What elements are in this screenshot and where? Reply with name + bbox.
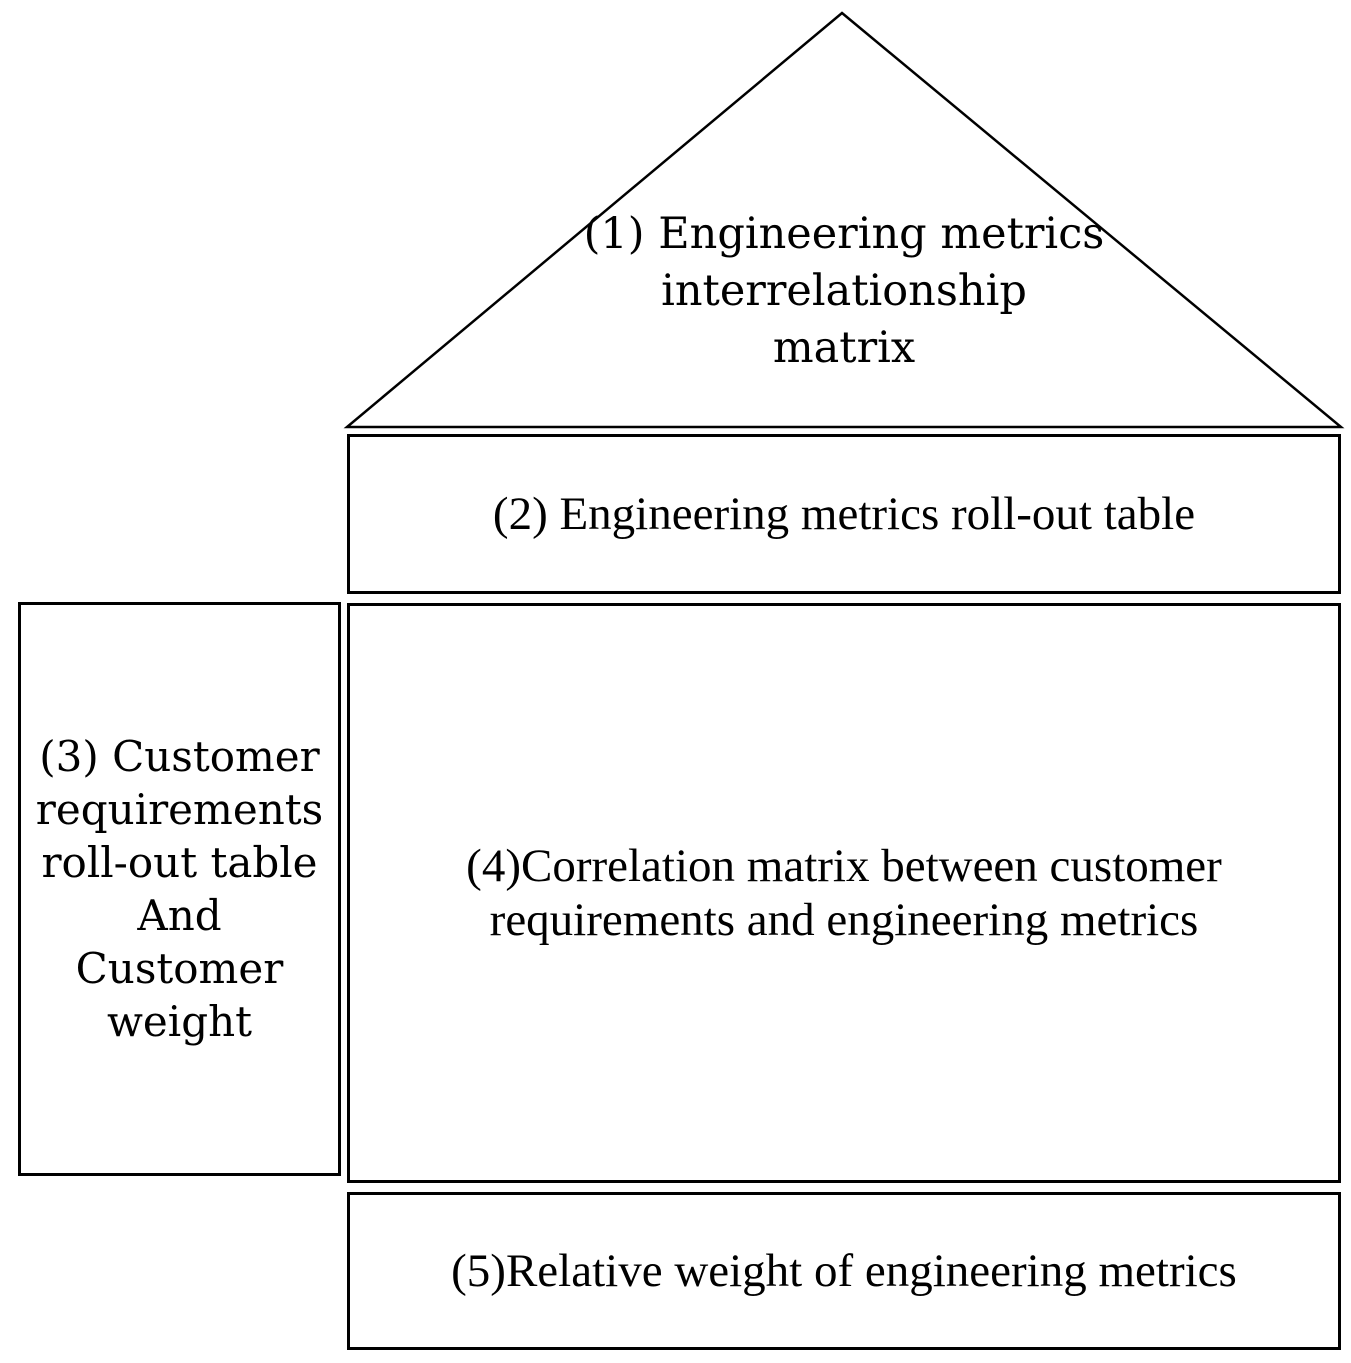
roof-label-engineering-metrics-interrelationship-matrix: (1) Engineering metrics interrelationshi… — [583, 209, 1105, 373]
box-customer-requirements-rollout-table: (3) Customer requirements roll-out table… — [18, 602, 341, 1176]
box-engineering-metrics-rollout-table: (2) Engineering metrics roll-out table — [347, 434, 1341, 594]
box-engineering-metrics-rollout-table-label: (2) Engineering metrics roll-out table — [492, 488, 1196, 540]
box-correlation-matrix: (4)Correlation matrix between customer r… — [347, 603, 1341, 1183]
box-relative-weight-engineering-metrics: (5)Relative weight of engineering metric… — [347, 1192, 1341, 1350]
roof-triangle-outline — [343, 11, 1345, 429]
box-relative-weight-engineering-metrics-label: (5)Relative weight of engineering metric… — [451, 1245, 1237, 1297]
roof-triangle — [343, 11, 1345, 429]
